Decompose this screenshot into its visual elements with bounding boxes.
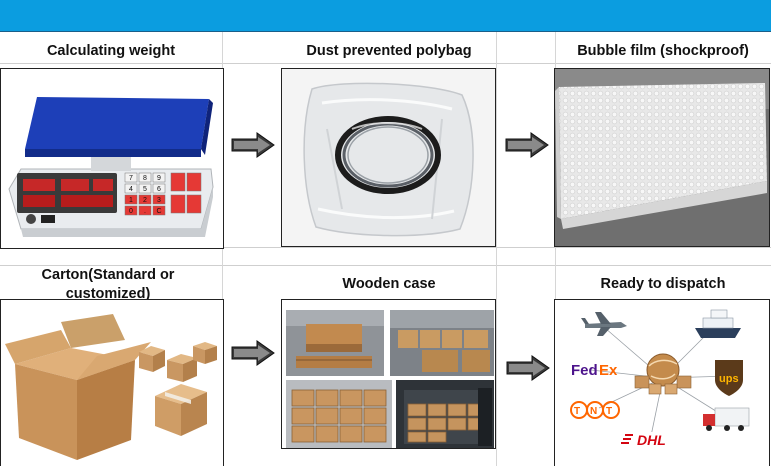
arrow-right-icon [506,355,550,381]
step-title-wooden-case: Wooden case [342,276,436,292]
step-title-calculating-weight: Calculating weight [46,43,176,59]
scale-key [124,205,138,216]
scale-key-label: . [144,208,146,215]
scale-key-label: 6 [157,186,161,193]
svg-text:Fed: Fed [571,362,598,379]
scale-key-label: 4 [129,186,133,193]
dhl-logo-icon: DHL [621,432,685,448]
scale-key-label: 7 [129,175,133,182]
bubble-film-illustration [555,69,769,246]
scale-key-label: 2 [143,197,147,204]
step-title-bubble-film: Bubble film (shockproof) [577,43,749,59]
dispatch-network-illustration: Fed Ex ups T N T [570,309,750,448]
polybag-image [281,68,496,247]
wooden-case-collage [286,310,494,448]
truck-icon [703,407,750,431]
tnt-logo-icon: T N T [570,401,620,419]
grid-line [555,32,556,466]
scale-function-key [170,172,186,192]
scale-key [152,172,166,183]
wooden-case-image [281,299,496,449]
polybag-illustration [282,69,495,246]
grid-line [496,32,497,466]
scale-key [152,205,166,216]
scale-key-label: C [156,208,161,215]
scale-key-label: 0 [129,208,133,215]
svg-text:Ex: Ex [599,362,618,379]
scale-function-key [186,194,202,214]
dispatch-image: Fed Ex ups T N T [554,299,770,466]
scale-keypad: 7 8 9 4 5 6 1 2 3 0. C [124,172,202,216]
scale-key [138,194,152,205]
ship-icon [695,309,741,338]
scale-image: 7 8 9 4 5 6 1 2 3 0. C [0,68,224,249]
carton-image [0,299,224,466]
header-bar [0,0,771,32]
grid-line [0,247,771,248]
scale-key-label: 9 [157,175,161,182]
svg-text:ups: ups [719,373,739,385]
grid-line [0,63,771,64]
scale-key [152,183,166,194]
scale-key [124,183,138,194]
weighing-scale-illustration: 7 8 9 4 5 6 1 2 3 0. C [8,97,214,237]
scale-key-label: 1 [129,197,133,204]
bubble-film-image [554,68,770,247]
step-title-ready-to-dispatch: Ready to dispatch [600,276,726,292]
scale-key-label: 8 [143,175,147,182]
carton-illustration [5,314,217,460]
fedex-logo-icon: Fed Ex [571,362,618,379]
scale-key [152,194,166,205]
scale-key-label: 3 [157,197,161,204]
globe-icon [634,353,692,395]
scale-key [138,172,152,183]
scale-key [124,194,138,205]
svg-text:T: T [574,406,580,417]
svg-text:DHL: DHL [637,432,666,448]
svg-text:N: N [590,406,597,417]
arrow-right-icon [231,340,275,366]
scale-key [124,172,138,183]
scale-function-key [170,194,186,214]
scale-function-key [186,172,202,192]
arrow-right-icon [505,132,549,158]
arrow-right-icon [231,132,275,158]
scale-key-label: 5 [143,186,147,193]
scale-key [138,205,152,216]
ups-logo-icon: ups [715,360,743,396]
grid-line [0,265,771,266]
scale-key [138,183,152,194]
step-title-carton: Carton(Standard or customized) [41,267,175,302]
airplane-icon [581,312,627,336]
svg-text:T: T [606,406,612,417]
step-title-polybag: Dust prevented polybag [306,43,472,59]
grid-line [222,32,223,466]
